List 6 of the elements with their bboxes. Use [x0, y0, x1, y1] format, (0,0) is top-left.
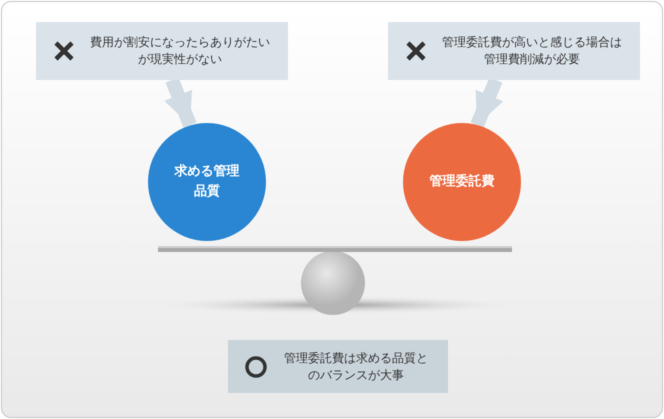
callout-box	[228, 340, 448, 393]
callout-text: 管理委託費は求める品質とのバランスが大事	[283, 350, 429, 384]
callout-box	[388, 22, 640, 80]
callout-text: 費用が割安になったらありがたいが現実性がない	[89, 34, 271, 68]
callout-text: 管理委託費が高いと感じる場合は管理費削減が必要	[441, 34, 623, 68]
callout-box	[36, 22, 288, 80]
